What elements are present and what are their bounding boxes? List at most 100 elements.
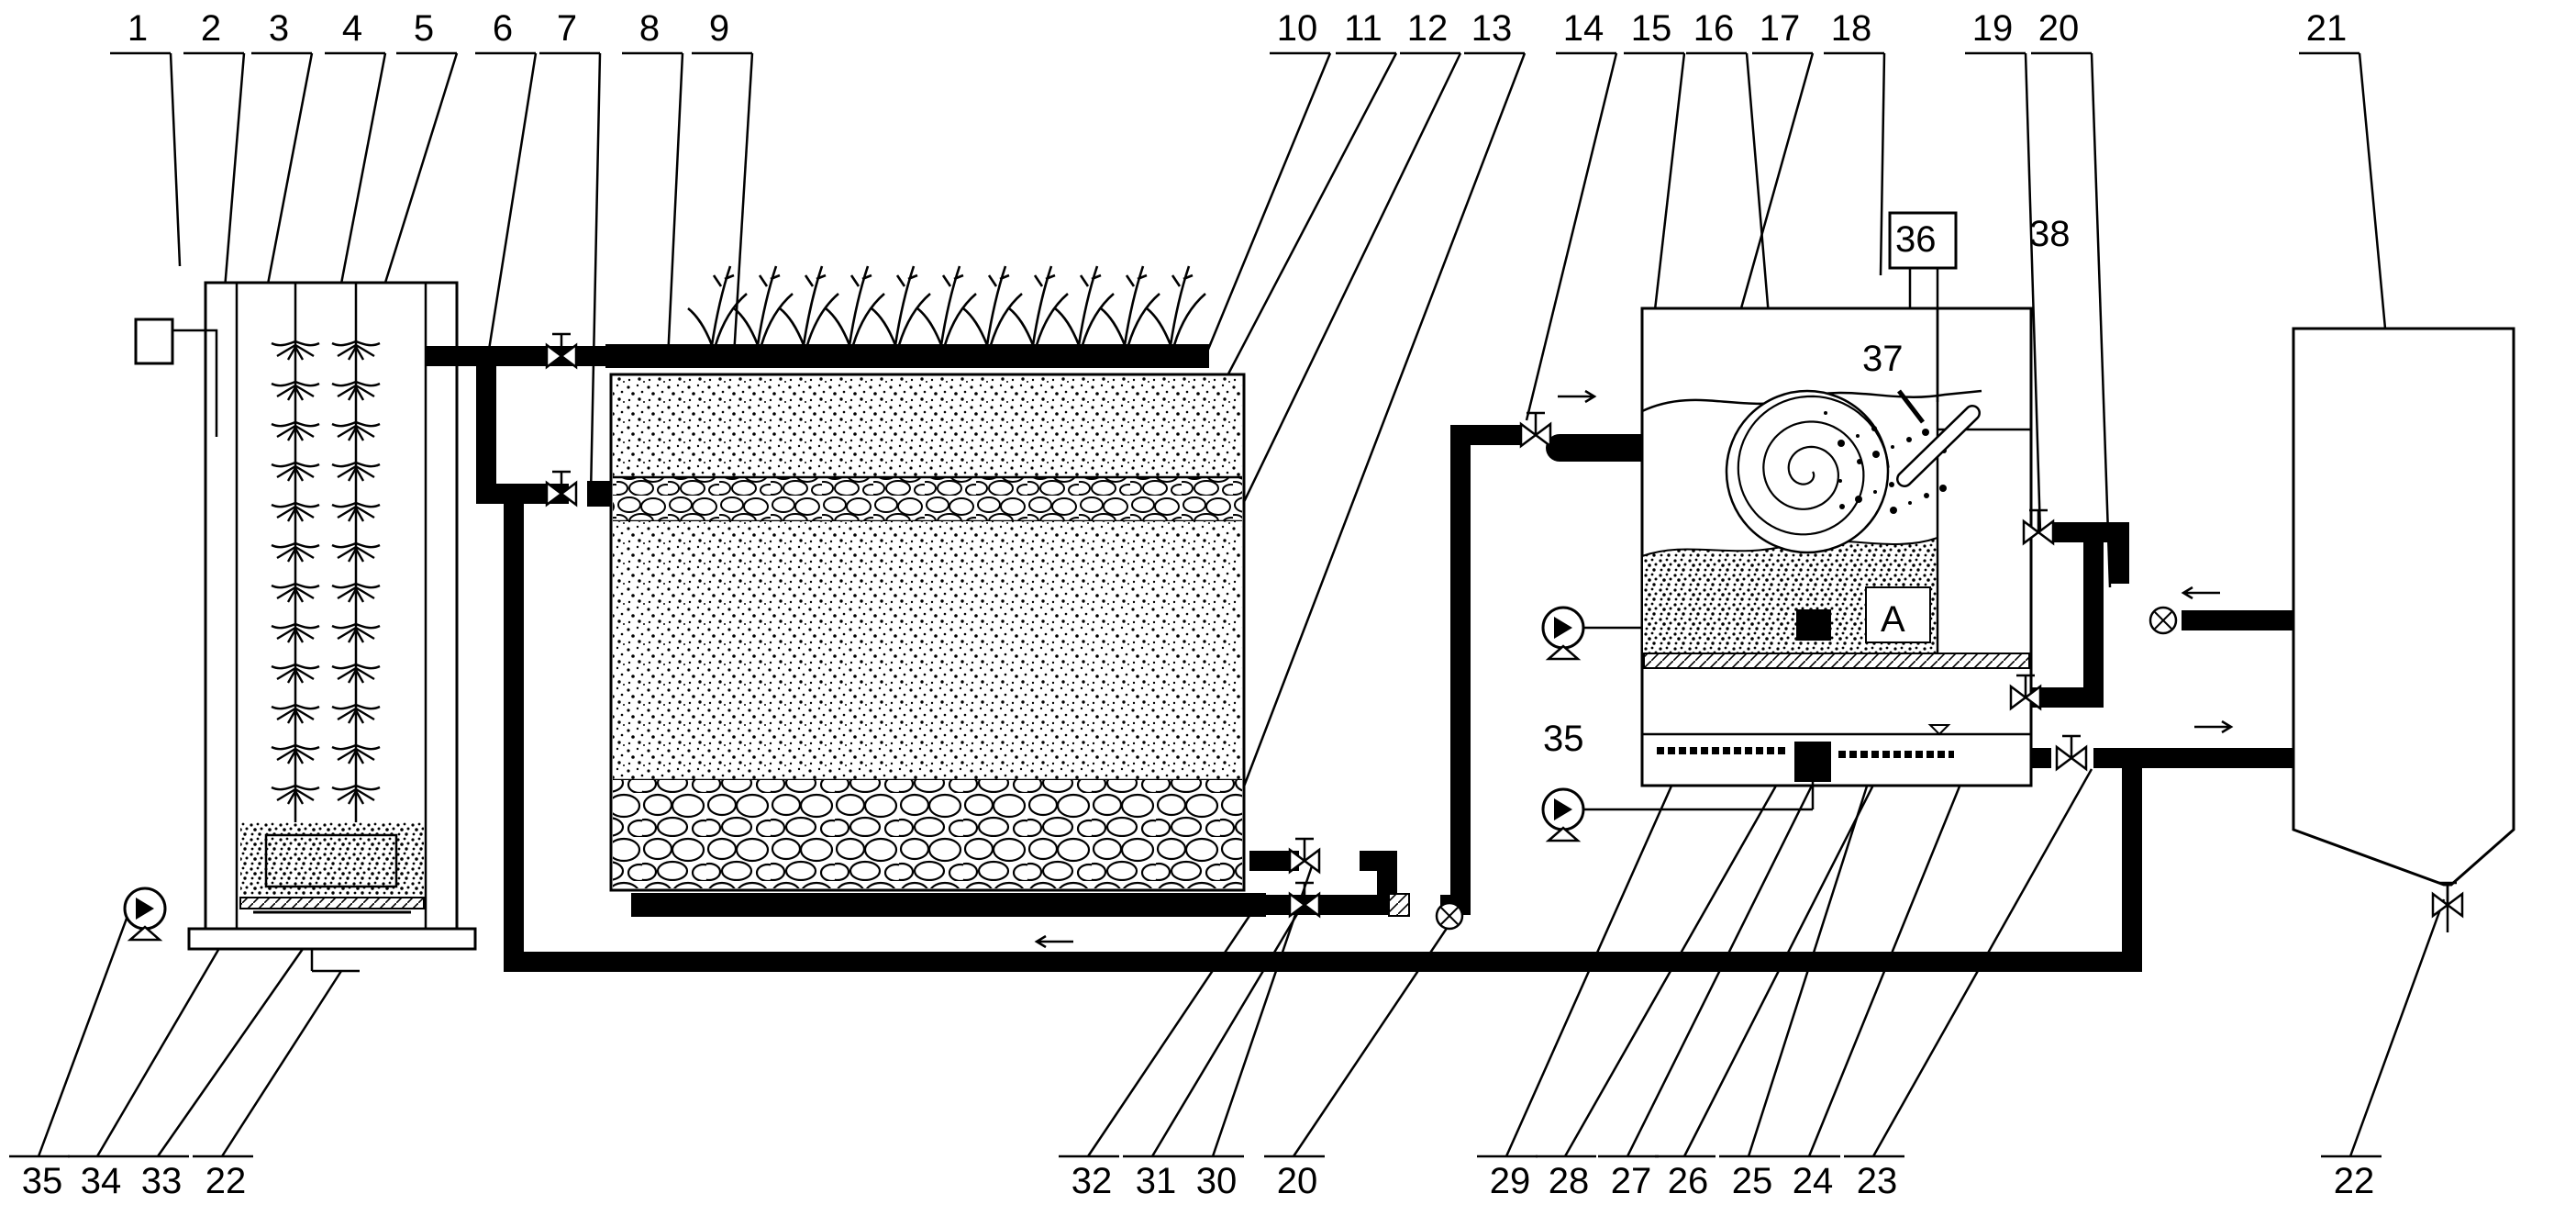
constructed-wetland: [609, 265, 1246, 892]
reed: [825, 265, 885, 346]
label-bottom-23-14: 23: [1857, 1161, 1898, 1201]
leader-line: [2024, 52, 2042, 533]
particle: [1906, 437, 1912, 442]
label-bottom-22-15: 22: [2334, 1161, 2375, 1201]
label-top-15: 15: [1631, 8, 1672, 49]
label-bottom-26-11: 26: [1668, 1161, 1709, 1201]
label-bottom-28-9: 28: [1549, 1161, 1590, 1201]
label-bottom-35-0: 35: [22, 1161, 63, 1201]
plant-cluster: [271, 703, 320, 724]
label-top-5: 5: [414, 8, 434, 49]
plant-cluster: [331, 340, 381, 361]
leader-line: [264, 52, 314, 295]
particle: [1871, 426, 1877, 431]
label-top-14: 14: [1563, 8, 1604, 49]
label-top-8: 8: [639, 8, 660, 49]
column-reactor: [134, 281, 477, 973]
particle: [1908, 501, 1912, 505]
plant-cluster: [271, 420, 320, 441]
label-top-7: 7: [557, 8, 577, 49]
label-top-1: 1: [128, 8, 148, 49]
particle: [1924, 493, 1929, 498]
plant-cluster: [331, 703, 381, 724]
leader-line: [37, 908, 132, 1157]
label-bottom-30-6: 30: [1196, 1161, 1238, 1201]
particle: [1889, 482, 1894, 487]
label-bottom-31-5: 31: [1136, 1161, 1177, 1201]
particle: [1824, 411, 1827, 415]
particle: [1855, 496, 1862, 503]
wetland-reeds: [687, 265, 1206, 346]
label-bottom-34-1: 34: [81, 1161, 122, 1201]
plant-cluster: [271, 501, 320, 522]
plant-cluster: [331, 743, 381, 764]
plant-cluster: [271, 541, 320, 563]
label-bottom-25-12: 25: [1732, 1161, 1773, 1201]
label-38: 38: [2029, 214, 2071, 254]
suspended-plants: [271, 340, 381, 805]
reed: [1100, 265, 1160, 346]
label-37: 37: [1862, 339, 1904, 379]
particle: [1890, 507, 1897, 514]
leader-line: [666, 52, 684, 361]
leader-line: [1204, 52, 1332, 357]
label-top-12: 12: [1407, 8, 1449, 49]
leader-line: [169, 52, 182, 267]
flow-arrows: [1034, 389, 2234, 949]
label-top-9: 9: [709, 8, 729, 49]
particle: [1939, 485, 1947, 492]
label-36: 36: [1895, 219, 1937, 260]
particle: [1873, 490, 1877, 494]
reed: [871, 265, 931, 346]
controller-box: [1888, 211, 1958, 270]
particle: [1856, 434, 1860, 438]
leader-line: [732, 52, 754, 357]
plant-cluster: [271, 663, 320, 684]
label-top-4: 4: [342, 8, 362, 49]
particle: [1838, 479, 1842, 483]
leader-line: [589, 52, 602, 495]
leader-line: [1879, 52, 1886, 276]
leader-line: [95, 911, 242, 1157]
leader-line: [220, 970, 343, 1157]
plant-cluster: [271, 622, 320, 643]
label-bottom-32-4: 32: [1071, 1161, 1113, 1201]
particle: [1857, 459, 1862, 464]
plant-cluster: [331, 582, 381, 603]
pipes: [426, 344, 2293, 972]
leader-line: [2090, 52, 2112, 588]
plant-cluster: [271, 582, 320, 603]
label-top-17: 17: [1760, 8, 1801, 49]
plant-cluster: [331, 541, 381, 563]
leader-line: [156, 948, 305, 1157]
reed: [733, 265, 794, 346]
label-bottom-27-10: 27: [1611, 1161, 1652, 1201]
label-35-mid: 35: [1543, 719, 1584, 759]
plant-cluster: [271, 340, 320, 361]
plant-cluster: [331, 784, 381, 805]
plant-cluster: [331, 501, 381, 522]
plant-cluster: [331, 663, 381, 684]
reed: [916, 265, 977, 346]
label-top-21: 21: [2306, 8, 2348, 49]
leader-line: [336, 52, 387, 304]
sensor-box: [134, 318, 174, 365]
label-bottom-20-7: 20: [1277, 1161, 1318, 1201]
leader-lines: [9, 51, 2446, 1158]
label-A: A: [1881, 599, 1905, 640]
plant-cluster: [331, 622, 381, 643]
particle: [1839, 504, 1845, 509]
particle: [1872, 451, 1880, 458]
particle: [1922, 429, 1929, 436]
leader-line: [1213, 52, 1398, 401]
valves: [545, 332, 2464, 919]
label-bottom-29-8: 29: [1490, 1161, 1531, 1201]
electro-tank: [1565, 211, 2033, 811]
leader-line: [1227, 52, 1462, 533]
plant-cluster: [331, 461, 381, 482]
label-top-13: 13: [1471, 8, 1513, 49]
label-top-18: 18: [1831, 8, 1872, 49]
plant-cluster: [271, 380, 320, 401]
